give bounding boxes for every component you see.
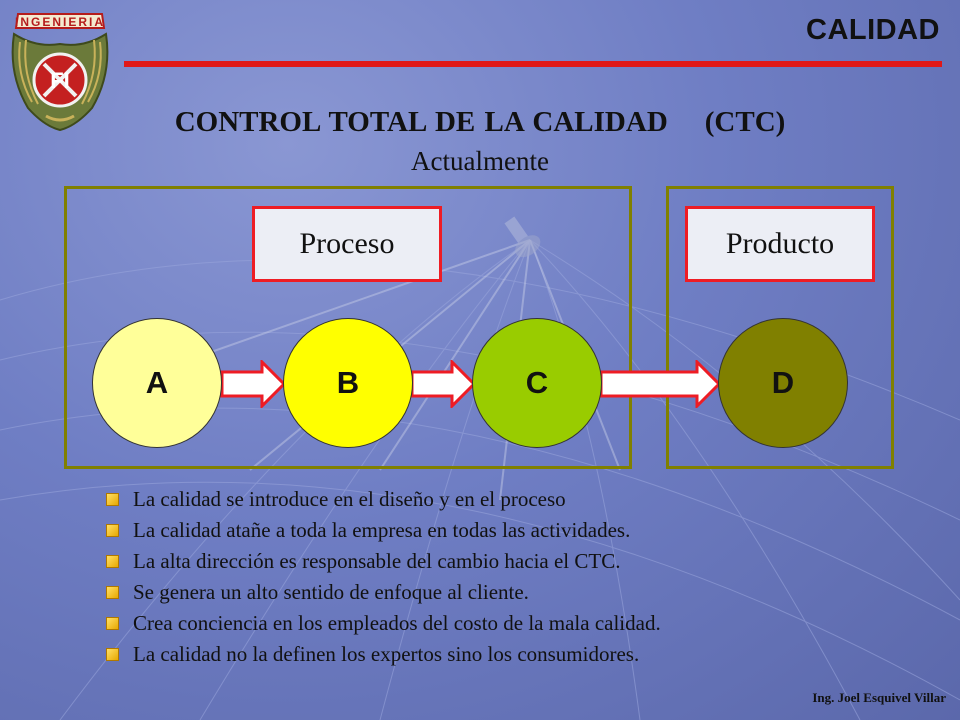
arrow-c-to-d — [599, 360, 721, 408]
list-item: La calidad atañe a toda la empresa en to… — [106, 515, 661, 546]
slide-title: CONTROL TOTAL DE LA CALIDAD (CTC) — [174, 106, 786, 138]
list-item: La calidad se introduce en el diseño y e… — [106, 484, 661, 515]
arrow-b-to-c — [410, 360, 476, 408]
bullet-square-icon — [106, 493, 119, 506]
logo-mark: FI — [50, 68, 70, 93]
process-frame — [64, 186, 632, 469]
bullet-square-icon — [106, 617, 119, 630]
slide-subtitle: Actualmente — [411, 146, 549, 176]
node-a: A — [92, 318, 222, 448]
university-logo: INGENIERIA FI — [4, 4, 116, 132]
list-item-text: La calidad no la definen los expertos si… — [133, 642, 640, 666]
bullet-square-icon — [106, 648, 119, 661]
node-c: C — [472, 318, 602, 448]
node-d: D — [718, 318, 848, 448]
product-frame — [666, 186, 894, 469]
author-footer: Ing. Joel Esquivel Villar — [812, 690, 946, 705]
bullet-square-icon — [106, 555, 119, 568]
list-item-text: La alta dirección es responsable del cam… — [133, 549, 621, 573]
list-item: La alta dirección es responsable del cam… — [106, 546, 661, 577]
process-label: Proceso — [252, 206, 442, 282]
product-label: Producto — [685, 206, 875, 282]
section-title: CALIDAD — [806, 14, 940, 46]
list-item-text: Se genera un alto sentido de enfoque al … — [133, 580, 529, 604]
list-item: Se genera un alto sentido de enfoque al … — [106, 577, 661, 608]
list-item-text: La calidad atañe a toda la empresa en to… — [133, 518, 631, 542]
bullet-square-icon — [106, 586, 119, 599]
node-b: B — [283, 318, 413, 448]
title-divider — [124, 61, 942, 67]
arrow-a-to-b — [220, 360, 286, 408]
list-item-text: La calidad se introduce en el diseño y e… — [133, 487, 566, 511]
list-item: Crea conciencia en los empleados del cos… — [106, 608, 661, 639]
list-item-text: Crea conciencia en los empleados del cos… — [133, 611, 661, 635]
bullet-list: La calidad se introduce en el diseño y e… — [106, 484, 661, 670]
bullet-square-icon — [106, 524, 119, 537]
list-item: La calidad no la definen los expertos si… — [106, 639, 661, 670]
logo-text: INGENIERIA — [15, 15, 105, 29]
